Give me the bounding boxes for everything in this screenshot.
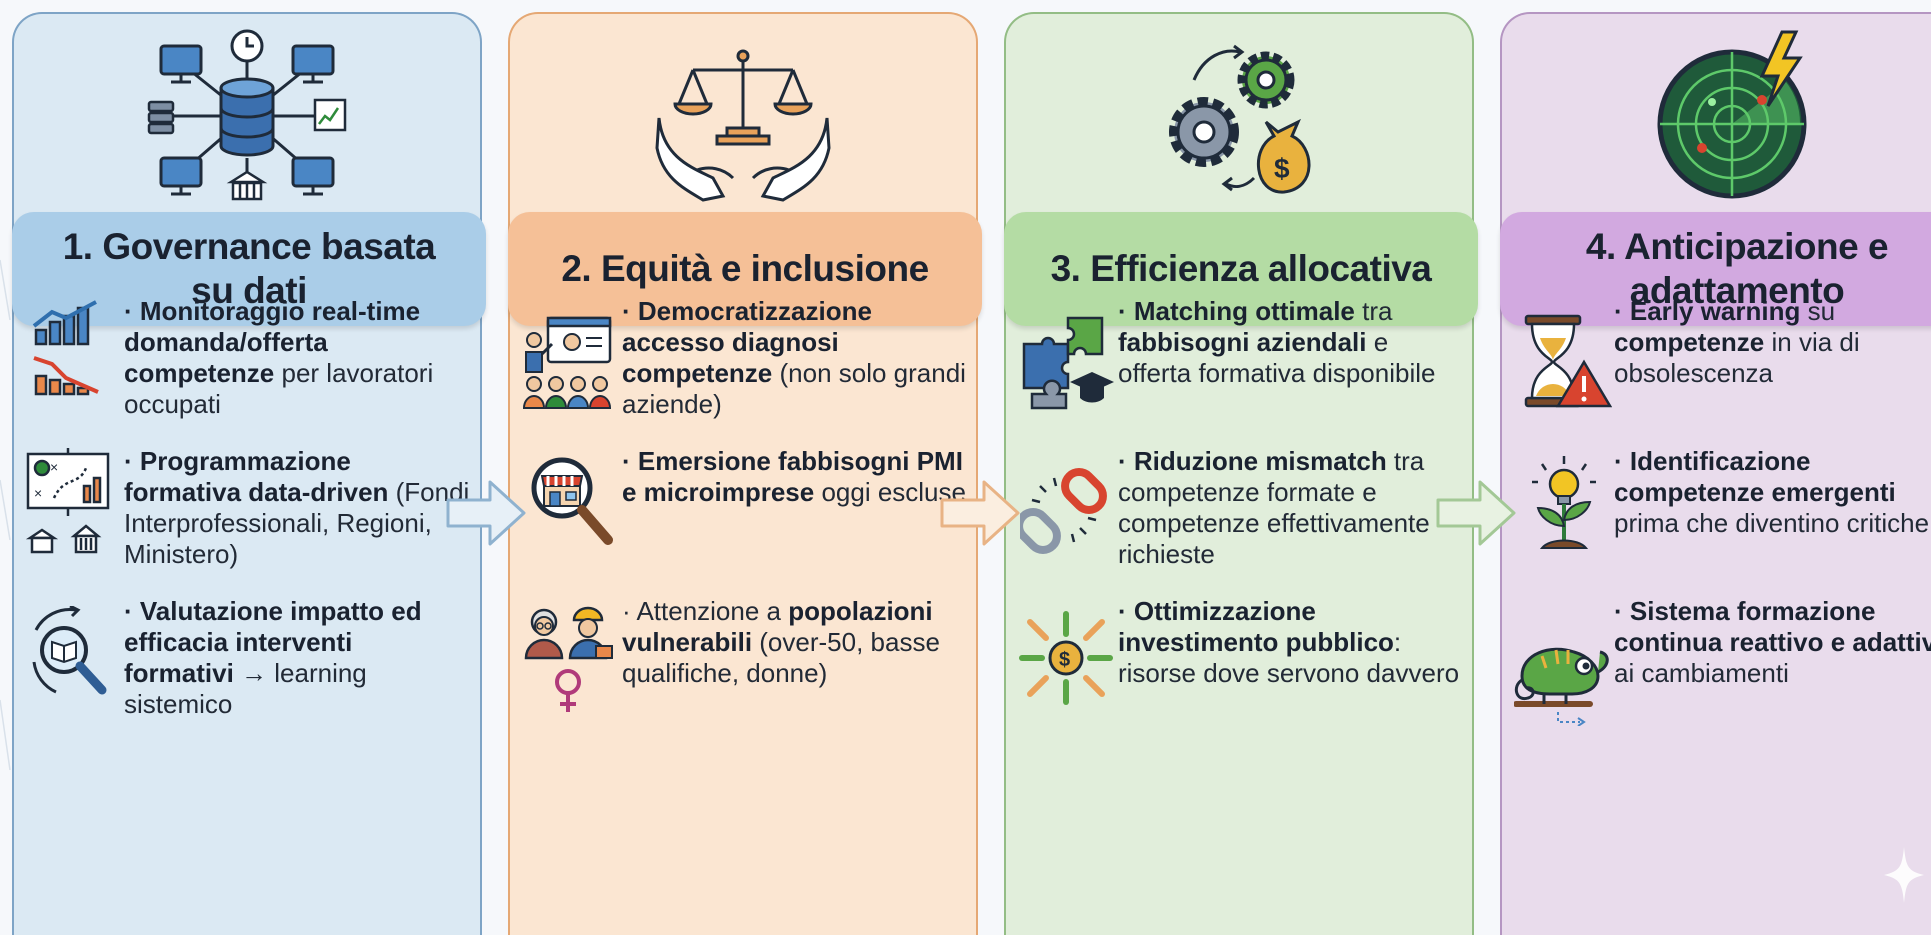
svg-text:$: $ xyxy=(1059,649,1070,671)
presentation-board-icon: × × xyxy=(24,446,114,561)
sparkle-icon xyxy=(1884,847,1924,903)
panel-title: 4. Anticipazione e adattamento xyxy=(1585,226,1889,311)
item-text: · Attenzione a popolazioni vulnerabili (… xyxy=(622,596,967,689)
item-text: · Identificazione competenze emergenti p… xyxy=(1614,446,1931,539)
arrow-right-icon xyxy=(940,480,1020,546)
item-text-normal: : risorse dove servono davvero xyxy=(1118,627,1460,688)
item-text-normal: tra competenze formate e competenze effe… xyxy=(1118,446,1430,569)
item-text-bold: · Monitoraggio real-time domanda/offerta… xyxy=(124,296,421,388)
item-text: · Matching ottimale tra fabbisogni azien… xyxy=(1118,296,1468,389)
item-text-normal: in via di obsolescenza xyxy=(1614,327,1860,388)
panel-efficiency: $ 3. Efficienza allocativa · Matching ot… xyxy=(1004,12,1478,935)
gears-money-bag-icon: $ xyxy=(1006,28,1472,206)
item-text: · Sistema formazione continua reattivo e… xyxy=(1614,596,1931,689)
item-text-bold: · Ottimizzazione investimento pubblico xyxy=(1118,596,1394,657)
arrow-right-icon xyxy=(1436,480,1516,546)
svg-text:×: × xyxy=(34,485,42,501)
magnifier-book-icon xyxy=(26,604,116,711)
item-text: · Programmazione formativa data-driven (… xyxy=(124,446,474,570)
broken-chain-icon xyxy=(1015,466,1110,561)
item-text-normal: · Attenzione a xyxy=(622,596,789,626)
item-text-bold: · Early warning xyxy=(1614,296,1801,326)
panel-title-banner: 4. Anticipazione e adattamento xyxy=(1500,212,1931,326)
item-text: · Ottimizzazione investimento pubblico: … xyxy=(1118,596,1468,689)
svg-text:$: $ xyxy=(1274,153,1290,184)
item-text-normal: ai cambiamenti xyxy=(1614,658,1789,688)
item-text: · Monitoraggio real-time domanda/offerta… xyxy=(124,296,464,420)
coin-arrows-icon: $ xyxy=(1018,610,1114,711)
scales-in-hands-icon xyxy=(510,28,976,206)
trend-charts-icon xyxy=(30,300,110,405)
database-network-icon xyxy=(14,28,480,206)
item-text-normal: per lavoratori occupati xyxy=(124,358,434,419)
item-text: · Riduzione mismatch tra competenze form… xyxy=(1118,446,1468,570)
item-text-normal: e offerta formativa disponibile xyxy=(1118,327,1436,388)
panel-title: 1. Governance basata su dati xyxy=(62,226,436,311)
bulb-sprout-icon xyxy=(1524,456,1604,561)
item-text-normal: (over-50, basse qualifiche, donne) xyxy=(622,627,940,688)
arrow-right-icon xyxy=(446,480,526,546)
item-text-bold: popolazioni vulnerabili xyxy=(622,596,933,657)
chameleon-icon xyxy=(1513,636,1610,731)
item-text-normal: (Fondi Interprofessionali, Regioni, Mini… xyxy=(124,477,470,569)
panel-title-banner: 1. Governance basata su dati xyxy=(12,212,486,326)
panel-governance: 1. Governance basata su dati · Monitorag… xyxy=(12,12,486,935)
item-text-bold: · Programmazione formativa data-driven xyxy=(124,446,389,507)
item-text-bold: · Valutazione impatto ed efficacia inter… xyxy=(124,596,422,688)
audience-presentation-icon xyxy=(522,314,614,419)
vulnerable-people-icon xyxy=(520,602,616,727)
item-text-normal: → learning sistemico xyxy=(124,658,367,719)
panel-title-banner: 3. Efficienza allocativa xyxy=(1004,212,1478,326)
item-text-bold: · Riduzione mismatch xyxy=(1118,446,1387,476)
panel-title: 2. Equità e inclusione xyxy=(561,248,929,289)
item-text: · Emersione fabbisogni PMI e microimpres… xyxy=(622,446,967,508)
puzzle-graduation-icon xyxy=(1018,314,1114,415)
item-text-bold: · Identificazione competenze emergenti xyxy=(1614,446,1896,507)
panel-title: 3. Efficienza allocativa xyxy=(1050,248,1432,289)
item-text-bold: competenze xyxy=(1614,327,1765,357)
item-text-bold: · Matching ottimale xyxy=(1118,296,1355,326)
item-text-normal: tra xyxy=(1354,296,1393,326)
panel-equity: 2. Equità e inclusione · Democratizzazio xyxy=(508,12,982,935)
item-text-normal: su xyxy=(1800,296,1836,326)
item-text: · Early warning su competenze in via di … xyxy=(1614,296,1931,389)
radar-lightning-icon xyxy=(1502,28,1931,206)
hourglass-warning-icon xyxy=(1522,314,1613,415)
magnifier-shop-icon xyxy=(526,452,616,557)
panel-title-banner: 2. Equità e inclusione xyxy=(508,212,982,326)
item-text: · Democratizzazione accesso diagnosi com… xyxy=(622,296,967,420)
item-text-bold: · Emersione fabbisogni PMI e microimpres… xyxy=(622,446,963,507)
panel-anticipation: 4. Anticipazione e adattamento · Early w… xyxy=(1500,12,1931,935)
item-text-normal: prima che diventino critiche xyxy=(1614,508,1930,538)
item-text-normal: (non solo grandi aziende) xyxy=(622,358,966,419)
item-text: · Valutazione impatto ed efficacia inter… xyxy=(124,596,464,720)
svg-text:×: × xyxy=(50,459,58,475)
item-text-bold: · Democratizzazione accesso diagnosi com… xyxy=(622,296,872,388)
item-text-bold: fabbisogni aziendali xyxy=(1118,327,1367,357)
item-text-bold: · Sistema formazione continua reattivo e… xyxy=(1614,596,1931,657)
